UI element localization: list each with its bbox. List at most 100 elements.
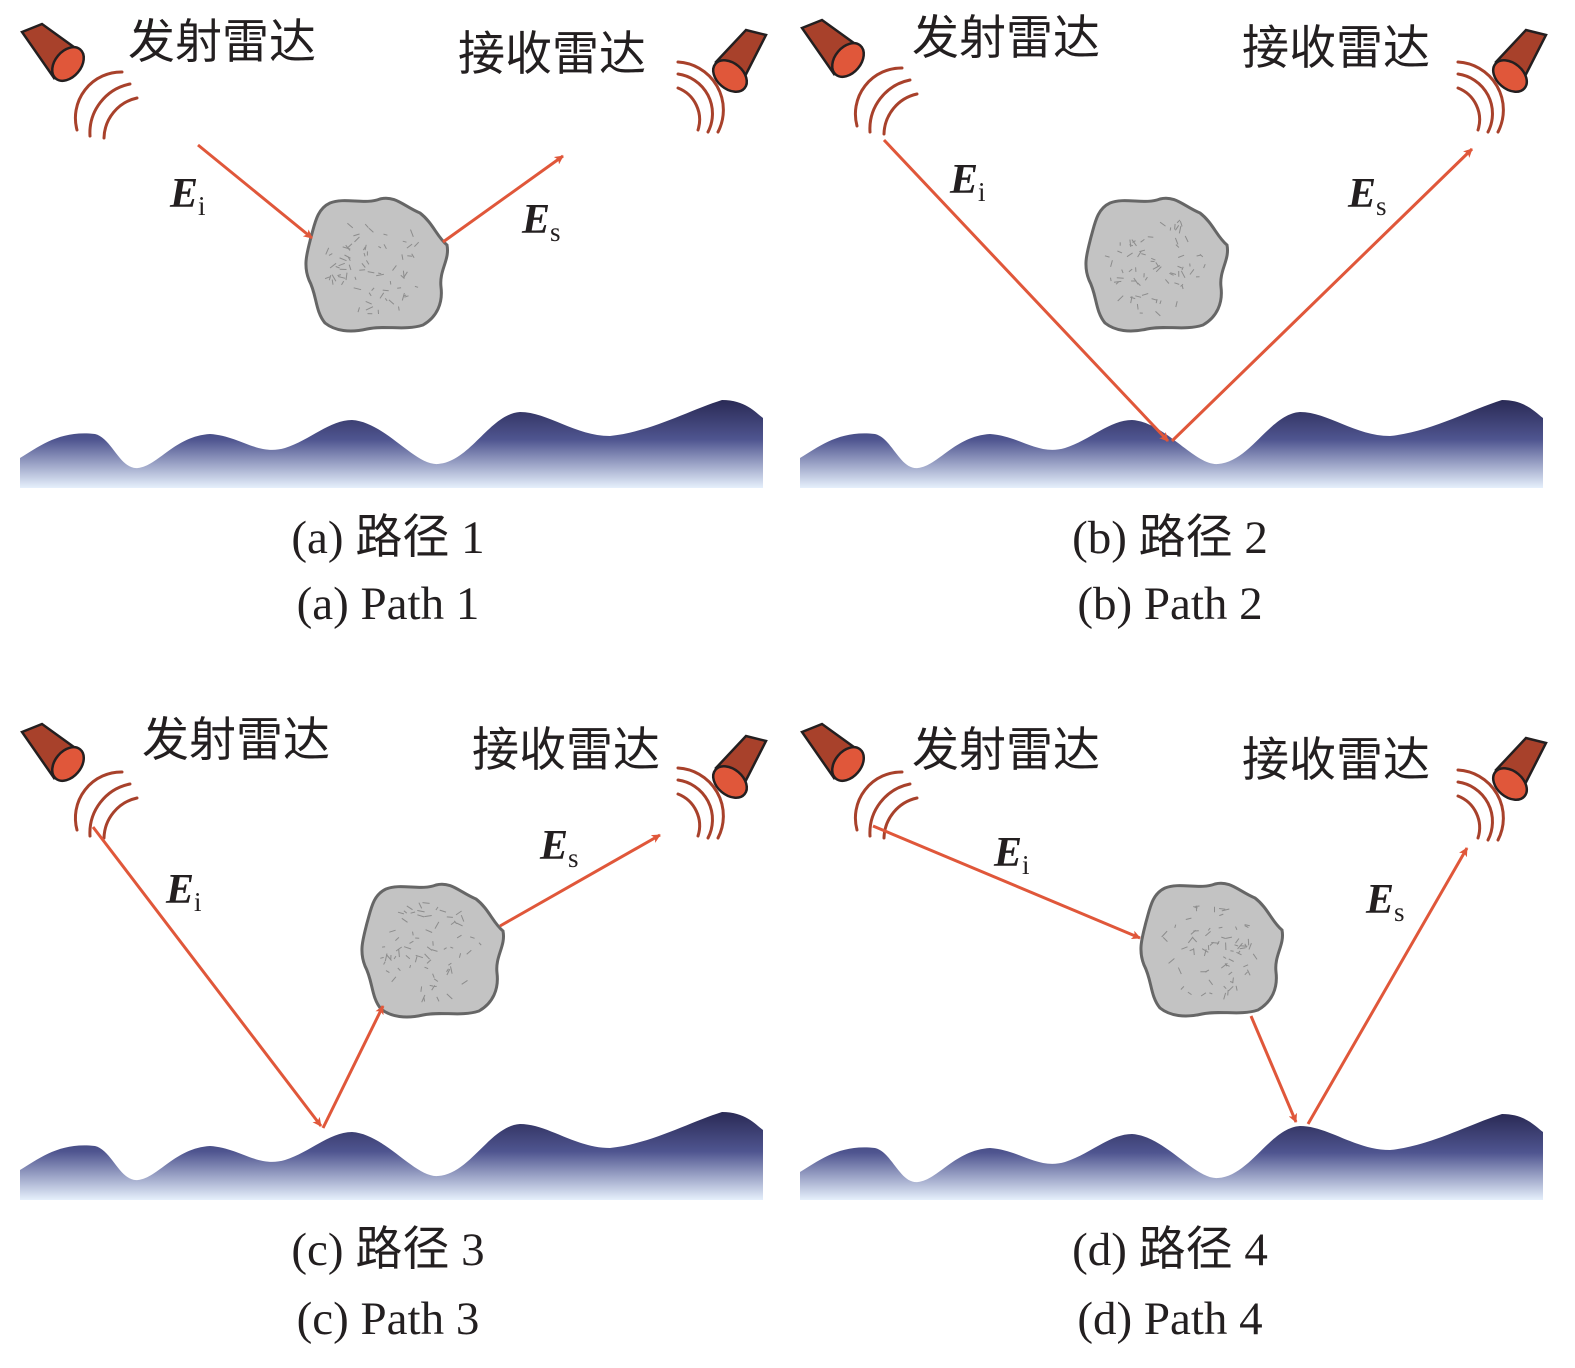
rock-texture-stroke [1126,252,1133,258]
rock-texture-stroke [410,229,414,237]
sea-surface [800,400,1543,488]
rock-texture-stroke [1174,223,1176,230]
rock-texture-stroke [384,953,388,962]
rock-texture-stroke [1169,227,1172,231]
rock-texture-stroke [1141,293,1149,296]
rock-texture-stroke [406,905,413,911]
rock-texture-stroke [431,949,438,952]
receive-radar-label: 接收雷达 [472,725,660,777]
rock-texture-stroke [1196,254,1201,257]
rock-texture-stroke [1174,924,1177,929]
rock-texture-stroke [383,233,388,236]
rock-texture-stroke [383,244,387,250]
rock-texture-stroke [1185,917,1192,920]
rock-texture-stroke [1243,964,1249,968]
rock-texture-stroke [361,262,366,268]
rock-texture-stroke [1184,235,1189,243]
target-rock [1139,881,1285,1018]
scattered-field-label: Es [539,823,579,873]
rock-texture-stroke [328,274,332,281]
rock-texture-stroke [1117,295,1124,302]
rock-texture-stroke [403,271,408,278]
rock-texture-stroke [1177,265,1182,269]
rock-texture-stroke [1137,282,1141,286]
rock-texture-stroke [357,307,360,313]
panel-d: 发射雷达 接收雷达 Ei Es (d) 路径 4 (d) Path 4 [800,722,1548,1345]
rock-texture-stroke [1209,941,1214,946]
panel-c: 发射雷达 接收雷达 Ei Es (c) 路径 3 (c) Path 3 [20,715,768,1345]
rock-texture-stroke [347,222,354,229]
rock-texture-stroke [1132,240,1136,243]
rock-texture-stroke [329,262,337,269]
rock-texture-stroke [1152,265,1161,270]
rock-texture-stroke [446,916,453,918]
rock-texture-stroke [1110,277,1112,282]
rock-texture-stroke [422,902,430,904]
scattered-field-label: Es [521,197,561,247]
target-rock [304,196,450,333]
rock-texture-stroke [1147,236,1154,238]
rock-texture-stroke [400,274,405,279]
rock-texture-stroke [1140,238,1145,243]
rock-texture [380,902,482,1003]
rock-texture-stroke [1236,951,1242,956]
panel-b: 发射雷达 接收雷达 Ei Es (b) 路径 2 (b) Path 2 [800,13,1548,630]
caption-en: (b) Path 2 [1077,578,1262,630]
rock-texture-stroke [395,937,400,941]
rock-texture-stroke [378,272,382,275]
scattered-field-label: Es [1365,877,1405,927]
rock-texture-stroke [1248,943,1252,950]
rock-texture-stroke [443,947,447,950]
rock-texture-stroke [1193,906,1198,909]
rock-texture-stroke [1180,283,1184,287]
scattered-ray [499,833,661,928]
rock-texture-stroke [450,946,454,949]
rock-texture-stroke [364,223,369,229]
surface-reflected-ray [321,1005,385,1129]
rock-texture-stroke [1176,219,1181,224]
rock-texture-stroke [1221,936,1226,939]
rock-texture-stroke [1235,985,1238,991]
rock-texture-stroke [1169,272,1174,276]
rock-texture-stroke [1170,272,1177,275]
rock-texture-stroke [1130,296,1133,304]
rock-texture-stroke [397,287,402,289]
rock-texture-stroke [1234,944,1239,947]
rock-texture-stroke [460,915,465,922]
rock-texture-stroke [411,253,415,258]
rock-texture-stroke [1180,986,1185,990]
rock-texture-stroke [478,942,482,946]
rock-texture-stroke [1244,943,1247,948]
rock-texture-stroke [362,246,366,251]
rock-texture-stroke [1223,956,1227,959]
rock-texture-stroke [426,959,432,964]
rock-texture-stroke [1244,971,1248,976]
rock-texture-stroke [1199,253,1204,258]
rock-texture-stroke [365,306,374,311]
rock-texture-stroke [1221,908,1230,912]
rock-texture-stroke [367,271,375,274]
rock-texture-stroke [1181,946,1188,950]
target-rock [1084,196,1230,333]
rock-texture-stroke [1187,991,1192,996]
rock-texture-stroke [429,984,434,987]
rock-texture-stroke [1174,282,1180,285]
rock-texture-stroke [331,279,334,285]
receive-radar-icon [1456,736,1548,842]
rock-texture-stroke [1155,311,1161,317]
caption-en: (d) Path 4 [1077,1293,1262,1345]
rock-texture-stroke [1220,962,1228,969]
rock-texture-stroke [446,993,453,1000]
rock-texture-stroke [425,929,433,933]
rock-texture-stroke [1187,936,1194,944]
incident-field-label: Ei [165,867,202,917]
rock-texture-stroke [426,946,433,951]
rock-texture-stroke [365,260,370,265]
rock-texture-stroke [1174,225,1180,231]
rock-texture-stroke [1129,244,1134,247]
rock-texture-stroke [1151,257,1156,261]
rock-texture-stroke [389,281,392,285]
rock-texture-stroke [455,910,462,916]
rock-texture-stroke [345,272,348,281]
rock-texture-stroke [1136,303,1139,310]
